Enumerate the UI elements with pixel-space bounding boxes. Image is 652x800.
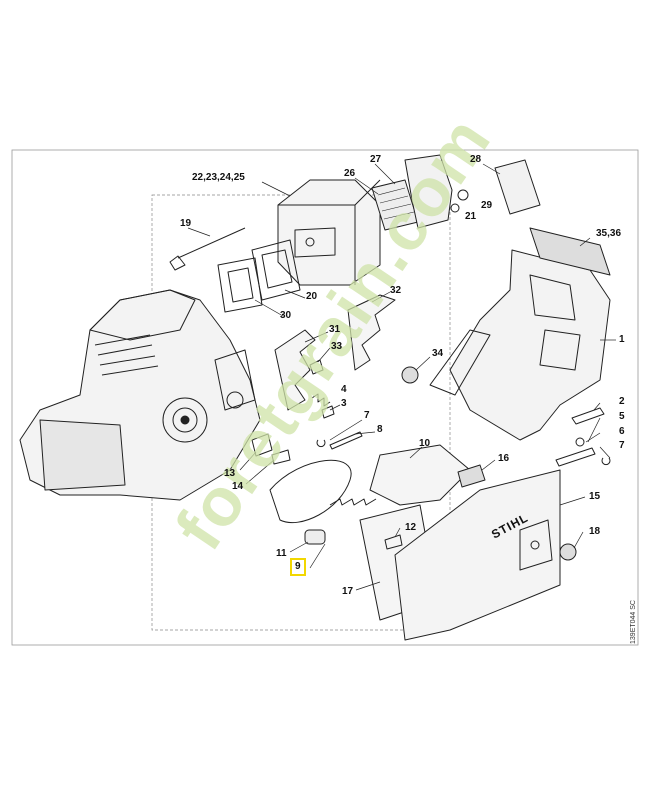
label-17: 17 — [342, 586, 354, 597]
label-7a: 7 — [364, 410, 370, 421]
label-29: 29 — [481, 200, 493, 211]
hand-guard-part — [429, 249, 611, 441]
leader-lines — [187, 163, 616, 591]
label-21: 21 — [465, 211, 477, 222]
label-5: 5 — [619, 411, 625, 422]
muffler-part — [277, 179, 381, 286]
grip-35-36-part — [529, 227, 611, 276]
part-13 — [251, 433, 273, 457]
label-26: 26 — [344, 168, 356, 179]
screw-33-part — [309, 359, 324, 375]
catcher-31-part — [274, 329, 316, 411]
label-11: 11 — [276, 548, 287, 559]
washer-21-part — [450, 203, 460, 213]
clip-7a-part — [316, 439, 326, 448]
pin-8-part — [329, 431, 363, 450]
washer-6-part — [575, 437, 585, 447]
label-20: 20 — [306, 291, 318, 302]
label-12: 12 — [405, 522, 417, 533]
deflector-27-part — [404, 154, 453, 229]
label-35-36: 35,36 — [596, 228, 622, 239]
cylinder-gasket-part — [217, 257, 263, 313]
label-27: 27 — [370, 154, 382, 165]
deflector-28-part — [494, 159, 541, 215]
label-6: 6 — [619, 426, 625, 437]
label-19: 19 — [180, 218, 192, 229]
spring-4-part — [311, 393, 331, 407]
catcher-32-part — [347, 294, 396, 371]
bushing-34-part — [401, 366, 419, 384]
drawing-code: 139ET044 SC — [630, 600, 637, 644]
sprocket-cover-part — [394, 469, 561, 641]
label-13: 13 — [224, 468, 236, 479]
lever-5-part — [555, 447, 596, 467]
label-34: 34 — [432, 348, 444, 359]
outer-frame — [11, 149, 639, 646]
nut-18-part — [559, 543, 577, 561]
brake-lever-part — [369, 444, 471, 506]
label-16: 16 — [498, 453, 510, 464]
bolt-19-part — [169, 227, 246, 271]
label-1: 1 — [619, 334, 625, 345]
brake-band-part — [269, 459, 352, 524]
label-31: 31 — [329, 324, 341, 335]
label-7b: 7 — [619, 440, 625, 451]
spring-10-part — [329, 498, 377, 506]
label-10: 10 — [419, 438, 431, 449]
part-16 — [457, 464, 486, 488]
label-22-25: 22,23,24,25 — [192, 172, 245, 183]
label-32: 32 — [390, 285, 402, 296]
clip-7b-part — [601, 457, 611, 466]
label-15: 15 — [589, 491, 601, 502]
label-28: 28 — [470, 154, 482, 165]
dashed-group-frame — [151, 194, 451, 631]
label-2: 2 — [619, 396, 625, 407]
label-30: 30 — [280, 310, 292, 321]
label-3: 3 — [341, 398, 347, 409]
sleeve-9-part — [304, 529, 326, 545]
lever-2-part — [571, 407, 605, 425]
label-18: 18 — [589, 526, 601, 537]
label-9-highlighted[interactable]: 9 — [290, 558, 306, 576]
part-3 — [321, 405, 335, 419]
label-4: 4 — [341, 384, 347, 395]
label-14: 14 — [232, 481, 244, 492]
nut-29-part — [457, 189, 469, 201]
engine-block-part — [19, 289, 261, 501]
label-8: 8 — [377, 424, 383, 435]
label-33: 33 — [331, 341, 343, 352]
